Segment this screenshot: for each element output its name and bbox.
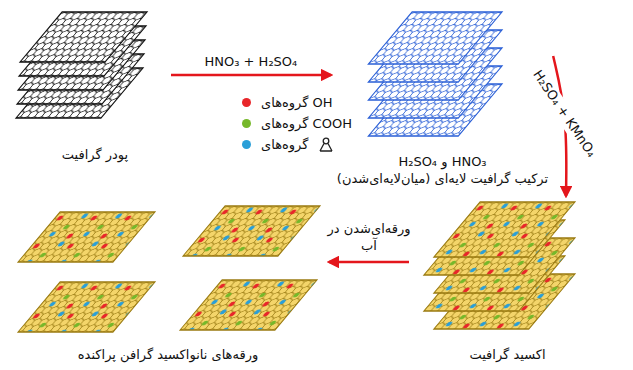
legend-row: گروه‌های COOH: [242, 113, 382, 134]
epoxide-icon: [318, 137, 334, 153]
stage-node: ورقه‌های نانواکسید گرافن پراکنده: [8, 196, 328, 366]
stage-node: پودر گرافیت: [20, 6, 170, 166]
legend-swatch: [242, 98, 251, 107]
edge-label: HNO₃ + H₂SO₄: [202, 54, 301, 71]
reaction-arrow: [329, 261, 409, 264]
graphite-stack: [16, 12, 147, 118]
legend-text: گروه‌های COOH: [261, 116, 352, 131]
edge-label: H₂SO₄ + KMnO₄: [527, 65, 601, 163]
reaction-arrow: [171, 74, 331, 77]
graphite-oxide-stack: [424, 202, 575, 329]
legend-swatch: [242, 119, 251, 128]
legend-swatch: [242, 140, 251, 149]
legend: گروه‌های OH گروه‌های COOH گروه‌های: [242, 92, 382, 155]
intercalated-stack: [368, 12, 502, 136]
legend-text: گروه‌های: [261, 137, 308, 152]
stage-node: اکسید گرافیت: [410, 196, 605, 366]
legend-text: گروه‌های OH: [261, 95, 333, 110]
node-caption: ترکیب گرافیت لایه‌ای (میان‌لایه‌ای‌شدن): [337, 170, 548, 188]
node-caption: اکسید گرافیت: [469, 346, 545, 364]
legend-row: گروه‌های: [242, 134, 382, 155]
legend-row: گروه‌های OH: [242, 92, 382, 113]
node-caption: HNO₃ و H₂SO₄: [398, 153, 486, 171]
node-caption: ورقه‌های نانواکسید گرافن پراکنده: [78, 346, 258, 364]
edge-label: ورقه‌ای‌شدن در آب: [324, 221, 414, 255]
node-caption: پودر گرافیت: [62, 146, 128, 164]
stage-node: HNO₃ و H₂SO₄ترکیب گرافیت لایه‌ای (میان‌ل…: [332, 6, 553, 190]
dispersed-sheets: [18, 206, 320, 332]
